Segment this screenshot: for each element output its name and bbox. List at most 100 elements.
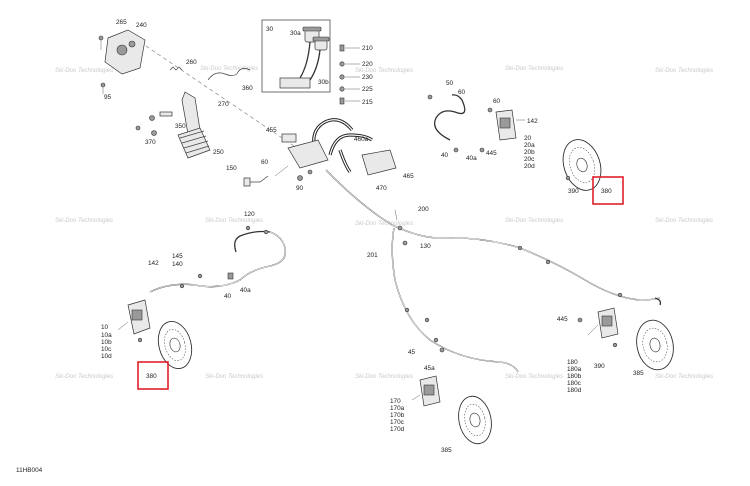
front-left-caliper-group — [117, 299, 151, 343]
label: 30 — [266, 26, 274, 33]
label: 180b — [567, 373, 582, 380]
bracket-bore — [116, 44, 128, 56]
diagram-code: 11HB004 — [16, 467, 43, 474]
watermark: Ski-Doo Technologies — [655, 374, 713, 380]
spring-260 — [169, 66, 183, 71]
label: 465 — [403, 173, 414, 180]
brake-lines — [149, 169, 662, 373]
label: 10a — [101, 332, 112, 339]
brake-disc-left — [157, 321, 193, 369]
label: 180c — [567, 380, 582, 387]
label: 470 — [376, 185, 387, 192]
label: 390 — [594, 363, 605, 370]
watermarks: Ski-Doo Technologies Ski-Doo Technologie… — [55, 66, 713, 380]
label: 270 — [218, 101, 229, 108]
watermark: Ski-Doo Technologies — [505, 374, 563, 380]
brake-disc-bottom-right — [636, 319, 674, 371]
watermark: Ski-Doo Technologies — [205, 218, 263, 224]
label: 10c — [101, 346, 112, 353]
brake-disc-top-right — [562, 139, 602, 191]
label: 180a — [567, 366, 582, 373]
label: 455 — [266, 127, 277, 134]
bolt — [307, 169, 313, 175]
label: 50 — [446, 80, 454, 87]
label: 170c — [390, 419, 405, 426]
switch-150 — [243, 177, 251, 187]
watermark: Ski-Doo Technologies — [205, 374, 263, 380]
label: 215 — [362, 99, 373, 106]
label: 20a — [524, 142, 535, 149]
brake-line-120 — [149, 231, 287, 293]
label: 120 — [244, 211, 255, 218]
label: 10d — [101, 353, 112, 360]
label: 350 — [175, 123, 186, 130]
watermark: Ski-Doo Technologies — [505, 66, 563, 72]
front-right-caliper-group — [427, 94, 525, 153]
screw-95 — [100, 82, 106, 88]
label: 40a — [466, 155, 477, 162]
label: 180d — [567, 387, 582, 394]
watermark: Ski-Doo Technologies — [355, 68, 413, 74]
reservoir-cap — [312, 36, 330, 42]
nut-370 — [151, 130, 157, 136]
label: 385 — [441, 447, 452, 454]
label: 225 — [362, 86, 373, 93]
label: 20 — [524, 135, 532, 142]
watermark: Ski-Doo Technologies — [355, 221, 413, 227]
return-spring-360 — [207, 68, 251, 81]
pivot-pin-350 — [159, 111, 173, 117]
screw-265 — [98, 35, 104, 41]
highlight-box-380-left[interactable] — [137, 361, 169, 390]
inset-frame — [261, 19, 331, 93]
label: 260 — [186, 59, 197, 66]
label-380-highlighted: 380 — [146, 373, 157, 380]
label: 20b — [524, 149, 535, 156]
nut — [149, 115, 155, 121]
rear-left-caliper-group — [411, 347, 445, 407]
label: 40 — [224, 293, 232, 300]
connector-455 — [281, 133, 297, 143]
label: 30b — [318, 79, 329, 86]
label: 210 — [362, 45, 373, 52]
label: 445 — [486, 150, 497, 157]
master-cylinder-inset — [279, 26, 330, 89]
bracket-470 — [361, 149, 397, 176]
label: 240 — [136, 22, 147, 29]
label: 390 — [568, 188, 579, 195]
watermark: Ski-Doo Technologies — [55, 374, 113, 380]
pedal-pad-250 — [177, 127, 211, 159]
label: 250 — [213, 149, 224, 156]
part-labels: 265 240 260 95 360 270 350 370 250 30 30… — [101, 19, 644, 454]
label: 40a — [240, 287, 251, 294]
pedal-assembly — [98, 29, 251, 159]
watermark: Ski-Doo Technologies — [355, 374, 413, 380]
rear-right-caliper-group — [577, 307, 619, 348]
label: 150 — [226, 165, 237, 172]
fastener-column — [339, 44, 360, 105]
label: 142 — [148, 260, 159, 267]
label: 45 — [408, 349, 416, 356]
label: 20d — [524, 163, 535, 170]
master-cylinder — [279, 77, 311, 89]
label: 60 — [261, 159, 269, 166]
label: 90 — [296, 185, 304, 192]
label-380-highlighted: 380 — [601, 188, 612, 195]
label: 140 — [172, 261, 183, 268]
bolt-90 — [297, 175, 303, 181]
label: 170d — [390, 426, 405, 433]
label: 360 — [242, 85, 253, 92]
reservoir-30b — [314, 39, 328, 51]
highlight-box-380-top[interactable] — [592, 176, 624, 205]
central-brake-unit — [243, 118, 397, 187]
label: 60 — [458, 89, 466, 96]
label: 170a — [390, 405, 405, 412]
label: 10 — [101, 324, 109, 331]
watermark: Ski-Doo Technologies — [655, 218, 713, 224]
label: 95 — [104, 94, 112, 101]
label: 170 — [390, 398, 401, 405]
label: 201 — [367, 252, 378, 259]
label: 445 — [557, 316, 568, 323]
watermark: Ski-Doo Technologies — [55, 218, 113, 224]
label: 180 — [567, 359, 578, 366]
